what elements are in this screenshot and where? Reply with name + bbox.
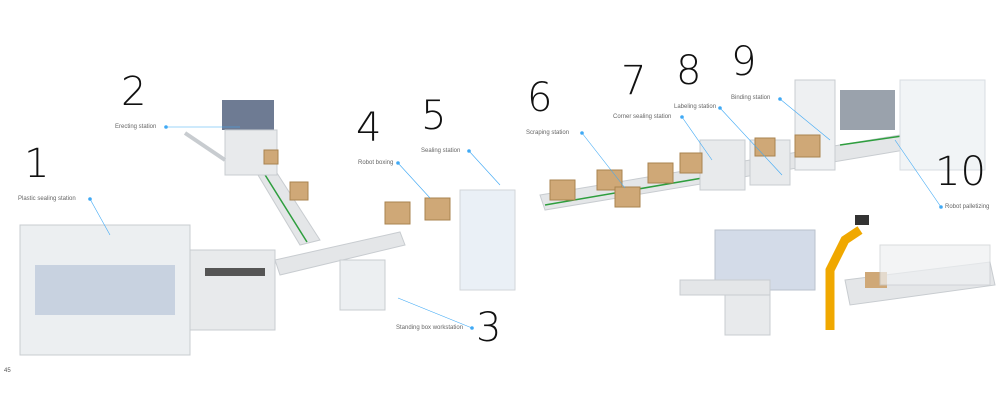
station-2-number: 2 [121, 69, 147, 115]
station-3-label: Standing box workstation [396, 325, 464, 331]
station-1-label: Plastic sealing station [18, 196, 76, 202]
standing-box-workstation [339, 259, 386, 311]
page-number: 45 [4, 368, 11, 374]
station-3-number: 3 [476, 305, 502, 351]
station-7-label: Corner sealing station [613, 114, 672, 120]
station-4-label: Robot boxing [358, 160, 394, 166]
station-5-label: Sealing station [421, 148, 461, 154]
station-9-label: Binding station [731, 95, 771, 101]
station-10-number: 10 [935, 149, 986, 195]
station-6-label: Scraping station [526, 130, 570, 136]
station-7-number: 7 [621, 58, 647, 104]
corner-sealing-machine [699, 139, 746, 191]
station-4-number: 4 [356, 105, 382, 151]
station-5-number: 5 [421, 93, 447, 139]
sealing-machine [459, 189, 516, 291]
station-8-number: 8 [676, 48, 702, 94]
station-2-label: Erecting station [115, 124, 157, 130]
station-9-number: 9 [731, 39, 757, 85]
station-1-number: 1 [24, 141, 50, 187]
station-10-label: Robot palletizing [945, 204, 990, 210]
safety-enclosure [899, 79, 986, 171]
leader-lines [88, 97, 943, 330]
palletizing-robot-cell [840, 90, 895, 130]
plastic-sealing-machine [19, 224, 276, 356]
erecting-machine [183, 100, 278, 176]
cartons [263, 134, 821, 225]
station-6-number: 6 [527, 75, 553, 121]
station-8-label: Labeling station [674, 104, 717, 110]
compact-packing-cell [679, 215, 996, 336]
